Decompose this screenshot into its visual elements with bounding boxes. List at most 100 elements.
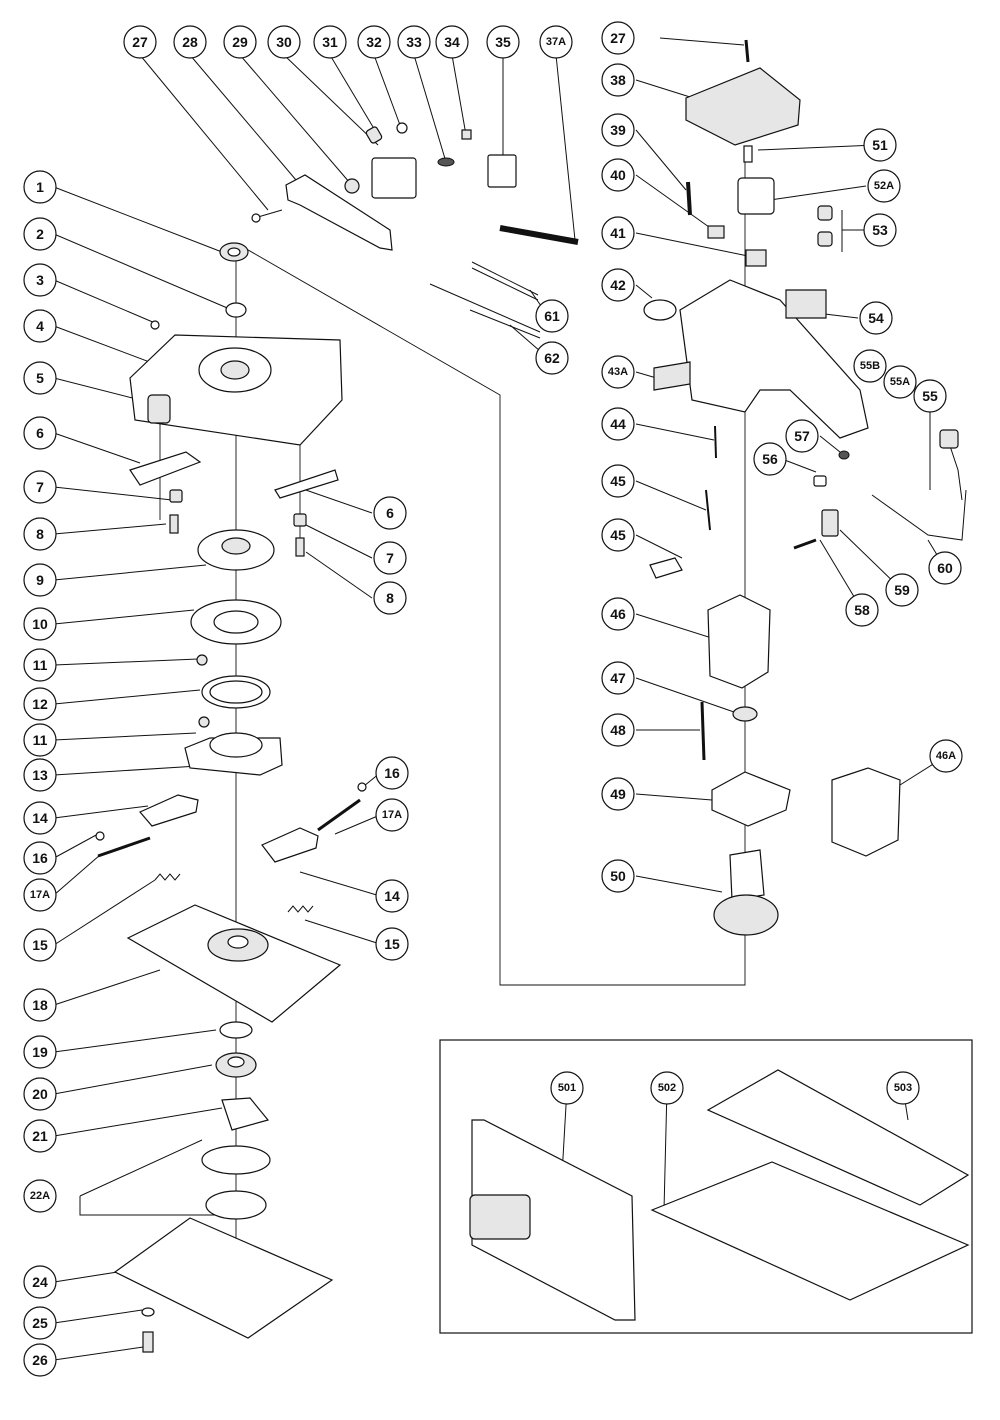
callout-17a: 17A (375, 798, 409, 832)
callout-label: 47 (610, 670, 626, 686)
armature-50-part (729, 849, 765, 901)
label-54-part (785, 289, 827, 319)
callout-50: 50 (601, 859, 635, 893)
callout-label: 7 (36, 479, 44, 495)
callout-24: 24 (23, 1265, 57, 1299)
callout-label: 15 (384, 936, 400, 952)
callout-label: 29 (232, 34, 248, 50)
connector-part (437, 157, 455, 167)
callout-label: 16 (32, 850, 48, 866)
callout-label: 11 (33, 732, 48, 748)
callout-label: 502 (658, 1082, 676, 1094)
cord-60-part (871, 489, 967, 541)
screw-3-part (150, 320, 160, 330)
callout-6: 6 (373, 496, 407, 530)
callout-30: 30 (267, 25, 301, 59)
callout-label: 6 (36, 425, 44, 441)
callout-label: 52A (874, 180, 894, 192)
callout-label: 4 (36, 318, 44, 334)
callout-label: 62 (544, 350, 560, 366)
callout-20: 20 (23, 1077, 57, 1111)
callout-label: 51 (872, 137, 888, 153)
callout-51: 51 (863, 128, 897, 162)
clip-16-part (357, 782, 367, 792)
screw-part (251, 209, 283, 223)
knob-part (147, 394, 171, 424)
eccentric-21-part (221, 1097, 270, 1131)
callout-8: 8 (373, 581, 407, 615)
callout-12: 12 (23, 687, 57, 721)
callout-label: 501 (558, 1082, 576, 1094)
cover-38-part (685, 67, 801, 146)
callout-label: 8 (36, 526, 44, 542)
callout-2: 2 (23, 217, 57, 251)
callout-42: 42 (601, 268, 635, 302)
baffle-49-part (711, 771, 791, 827)
callout-60: 60 (928, 551, 962, 585)
screw-26-part (142, 1331, 154, 1353)
callout-label: 12 (32, 696, 48, 712)
bearing-47-part (732, 706, 758, 722)
callout-40: 40 (601, 158, 635, 192)
callout-label: 61 (544, 308, 560, 324)
callout-45: 45 (601, 518, 635, 552)
callout-28: 28 (173, 25, 207, 59)
callout-label: 11 (33, 657, 48, 673)
callout-41: 41 (601, 216, 635, 250)
clamp-part (274, 469, 339, 499)
screw-8-part (169, 514, 179, 534)
sleeve-part (365, 126, 383, 144)
screw-58-part (793, 538, 817, 550)
sleeve-7-part (169, 489, 183, 503)
callout-label: 22A (30, 1190, 50, 1202)
callout-46: 46 (601, 597, 635, 631)
callout-label: 35 (495, 34, 511, 50)
pin-51-part (743, 145, 753, 163)
callout-16: 16 (375, 756, 409, 790)
callout-37a: 37A (539, 25, 573, 59)
callout-label: 19 (32, 1044, 48, 1060)
callout-4: 4 (23, 309, 57, 343)
sleeve-7-part (293, 513, 307, 527)
callout-15: 15 (23, 928, 57, 962)
callout-label: 46A (936, 750, 956, 762)
pad-24-part (113, 1217, 334, 1339)
callout-33: 33 (397, 25, 431, 59)
callout-label: 46 (610, 606, 626, 622)
callout-7: 7 (373, 541, 407, 575)
screw-48-part (700, 701, 706, 761)
callout-label: 10 (32, 616, 48, 632)
callout-label: 18 (32, 997, 48, 1013)
callout-label: 54 (868, 310, 884, 326)
callout-14: 14 (375, 879, 409, 913)
callout-label: 13 (32, 767, 48, 783)
wire-44-part (714, 425, 717, 459)
callout-label: 57 (794, 428, 810, 444)
callout-9: 9 (23, 563, 57, 597)
label-43a-part (653, 361, 691, 391)
screw-11-part (196, 654, 208, 666)
callout-56: 56 (753, 442, 787, 476)
callout-59: 59 (885, 573, 919, 607)
callout-label: 24 (32, 1274, 48, 1290)
washer-25-part (141, 1307, 155, 1317)
callout-55a: 55A (883, 365, 917, 399)
clamp-part (129, 451, 202, 486)
callout-label: 27 (610, 30, 626, 46)
callout-61: 61 (535, 299, 569, 333)
callout-label: 31 (322, 34, 338, 50)
spring-15-part (287, 905, 314, 913)
callout-26: 26 (23, 1343, 57, 1377)
spring-15-part (154, 873, 181, 881)
callout-label: 58 (854, 602, 870, 618)
stator-46-part (707, 594, 771, 689)
callout-35: 35 (486, 25, 520, 59)
callout-1: 1 (23, 170, 57, 204)
screw-27-part (744, 39, 750, 63)
callout-label: 55B (860, 360, 880, 372)
callout-27: 27 (601, 21, 635, 55)
callout-label: 55A (890, 376, 910, 388)
accessory-box (439, 1039, 973, 1334)
callout-label: 9 (36, 572, 44, 588)
